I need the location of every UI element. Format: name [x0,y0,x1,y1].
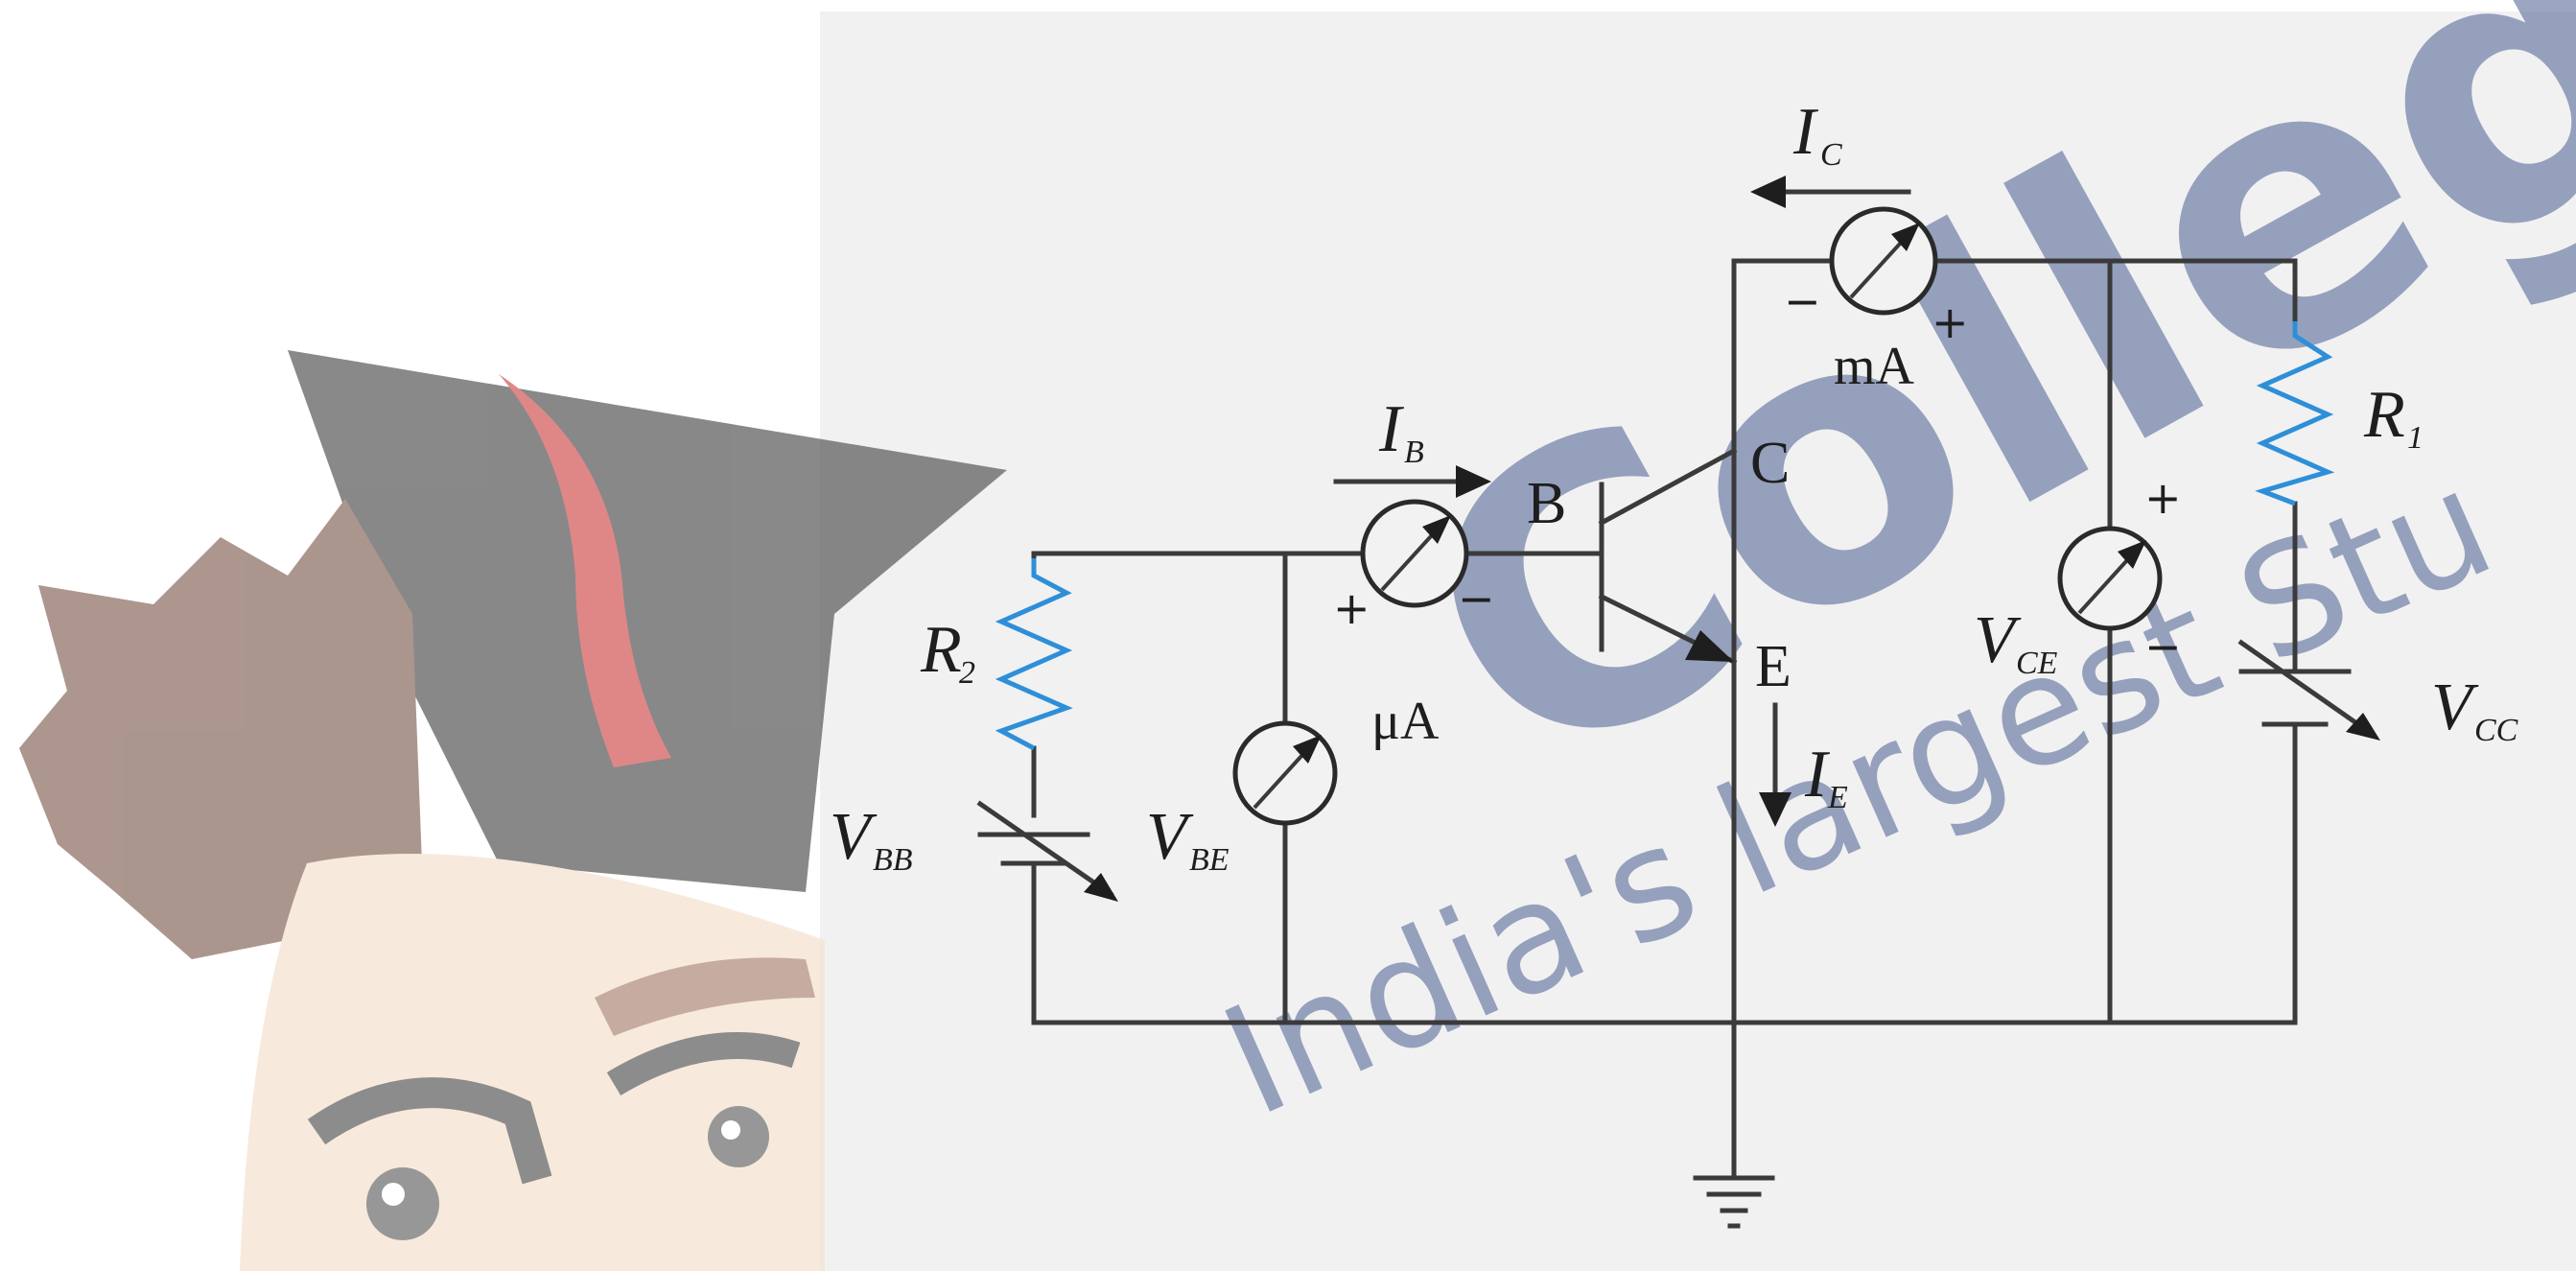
vbe-label: V BE [1146,800,1229,878]
ie-label-sub: E [1827,780,1848,815]
vcc-label-sub: CC [2474,713,2518,748]
ma-meter-plus: + [1932,296,1969,348]
ib-label-sub: B [1404,435,1424,470]
terminal-e-label: E [1755,634,1791,699]
vce-label-main: V [1974,603,2022,677]
resistor-r1 [2255,321,2335,506]
terminal-b-label: B [1527,471,1566,536]
variable-battery-vbb [976,800,1118,902]
r1-label-main: R [2363,378,2405,452]
vcc-label: V CC [2431,671,2518,748]
current-arrow-ie: I E [1759,702,1848,827]
ua-meter-plus: + [1333,582,1370,634]
vbb-label: V BB [830,800,913,878]
vbe-label-sub: BE [1189,842,1229,878]
vcc-label-main: V [2431,671,2479,744]
r2-label-sub: 2 [959,655,975,691]
ic-label-sub: C [1820,137,1842,173]
mascot-graduate-icon [19,350,1007,1271]
resistor-r2 [995,558,1073,751]
voltmeter-vce: + − [2057,472,2182,672]
ic-label: I [1792,95,1819,169]
r2-label-main: R [920,613,962,687]
ib-label: I [1378,392,1405,466]
ground-icon [1693,1175,1775,1229]
ma-meter-minus: − [1784,275,1821,327]
current-arrow-ic: I C [1750,95,1911,208]
ammeter-ma: mA + − [1784,206,1969,396]
r2-label: R 2 [920,613,975,691]
ua-meter-label: μA [1371,692,1440,751]
vbb-label-sub: BB [873,842,913,878]
vce-label: V CE [1974,603,2058,681]
current-arrow-ib: I B [1333,392,1491,498]
vce-meter-minus: − [2144,621,2182,672]
circuit-wires [1031,258,2298,1181]
ie-label: I [1804,738,1831,812]
ammeter-ua: μA + − [1333,499,1495,751]
variable-battery-vcc [2237,639,2380,741]
vce-label-sub: CE [2016,646,2058,681]
terminal-c-label: C [1750,431,1790,496]
ma-meter-label: mA [1834,337,1915,396]
vce-meter-plus: + [2144,472,2182,524]
ua-meter-minus: − [1458,573,1495,624]
r1-label-sub: 1 [2407,420,2424,456]
npn-transistor-icon [1598,447,1738,666]
vbb-label-main: V [830,800,878,874]
voltmeter-vbe [1232,720,1338,826]
r1-label: R 1 [2363,378,2424,456]
vbe-label-main: V [1146,800,1194,874]
